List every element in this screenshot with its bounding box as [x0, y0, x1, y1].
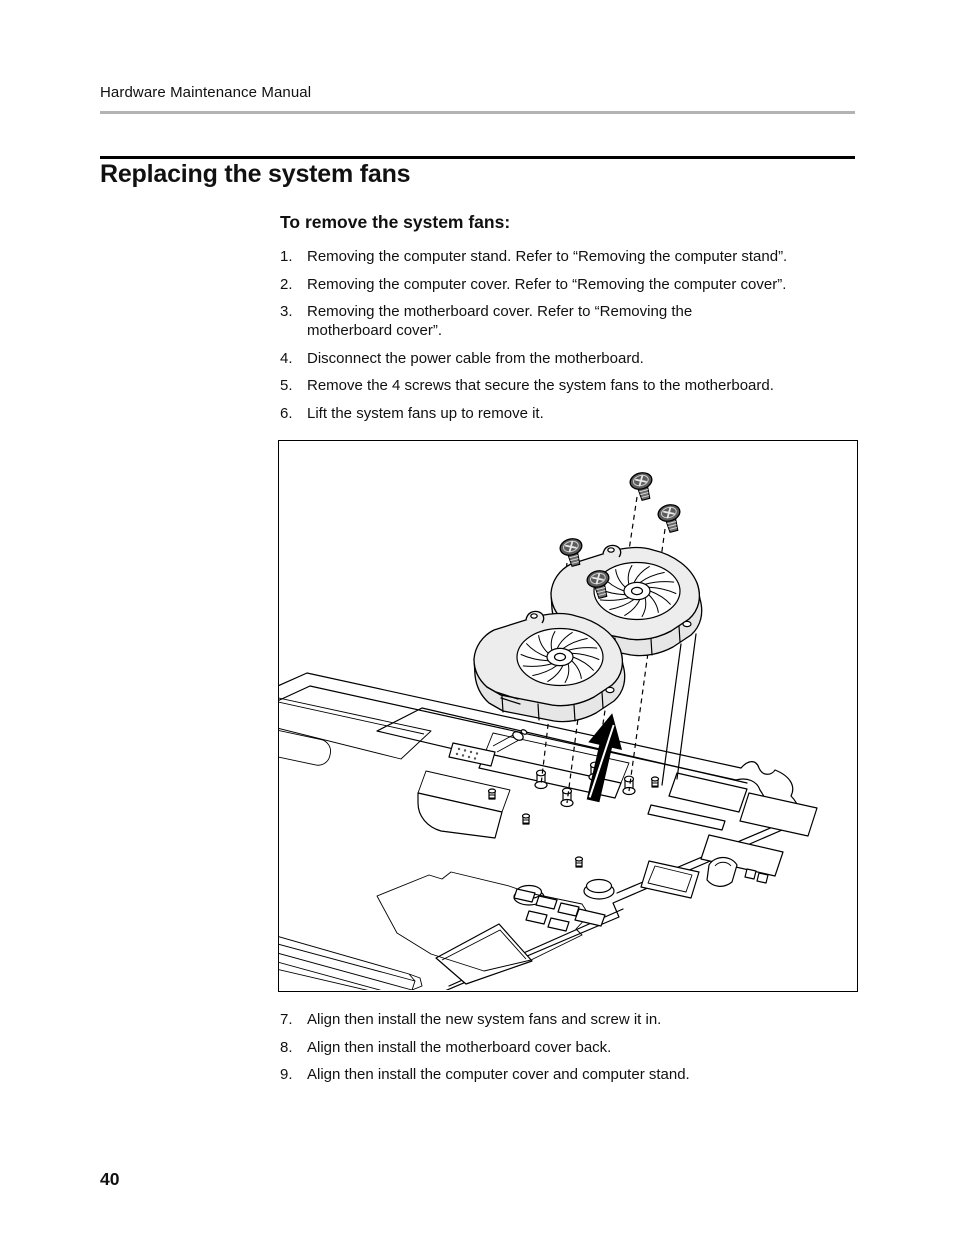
fan-impeller-blades: [520, 630, 600, 684]
figure-system-fans: [258, 440, 858, 994]
list-item: 5. Remove the 4 screws that secure the sy…: [280, 376, 858, 395]
exploded-view-illustration: [258, 469, 818, 994]
step-text: Align then install the computer cover an…: [307, 1066, 690, 1083]
list-item: 3. Removing the motherboard cover. Refer …: [280, 302, 858, 340]
list-item: 8. Align then install the motherboard cov…: [280, 1038, 858, 1057]
step-text: Align then install the motherboard cover…: [307, 1038, 612, 1056]
system-fan-upper: [550, 544, 703, 657]
list-item: 7. Align then install the new system fans…: [280, 1010, 858, 1029]
list-item: 1. Removing the computer stand. Refer to …: [280, 247, 858, 266]
lift-direction-arrow: [586, 713, 623, 803]
install-steps-list: 7. Align then install the new system fans…: [280, 1010, 858, 1093]
step-number: 3.: [280, 303, 293, 320]
step-number: 8.: [280, 1038, 293, 1056]
list-item: 4. Disconnect the power cable from the mo…: [280, 349, 858, 368]
screw-2: [655, 501, 686, 536]
fan-impeller-blades: [597, 564, 677, 618]
page-title: Replacing the system fans: [100, 160, 411, 188]
list-item: 6. Lift the system fans up to remove it.: [280, 404, 858, 423]
header-rule: [100, 111, 855, 114]
step-text: Removing the motherboard cover. Refer to…: [307, 303, 693, 339]
step-text: Removing the computer stand. Refer to “R…: [307, 248, 788, 265]
step-text: Removing the computer cover. Refer to “R…: [307, 275, 787, 293]
step-number: 7.: [280, 1011, 293, 1028]
fan-alignment-lines: [661, 633, 697, 786]
step-number: 9.: [280, 1066, 293, 1083]
step-text: Align then install the new system fans a…: [307, 1011, 662, 1028]
section-subheading: To remove the system fans:: [280, 212, 511, 232]
system-fan-lower: [473, 610, 626, 723]
screw-1: [627, 469, 658, 504]
list-item: 2. Removing the computer cover. Refer to …: [280, 275, 858, 294]
step-number: 5.: [280, 377, 293, 394]
step-text: Lift the system fans up to remove it.: [307, 404, 544, 422]
step-number: 4.: [280, 349, 293, 367]
step-text: Remove the 4 screws that secure the syst…: [307, 377, 774, 394]
remove-steps-list: 1. Removing the computer stand. Refer to …: [280, 247, 858, 431]
title-rule: [100, 156, 855, 159]
step-number: 1.: [280, 248, 293, 265]
step-text: Disconnect the power cable from the moth…: [307, 349, 644, 367]
page-number: 40: [100, 1169, 120, 1189]
step-number: 6.: [280, 404, 293, 422]
list-item: 9. Align then install the computer cover …: [280, 1065, 858, 1084]
step-number: 2.: [280, 275, 293, 293]
page-header: Hardware Maintenance Manual: [100, 84, 312, 101]
standoff-screws: [487, 776, 660, 868]
